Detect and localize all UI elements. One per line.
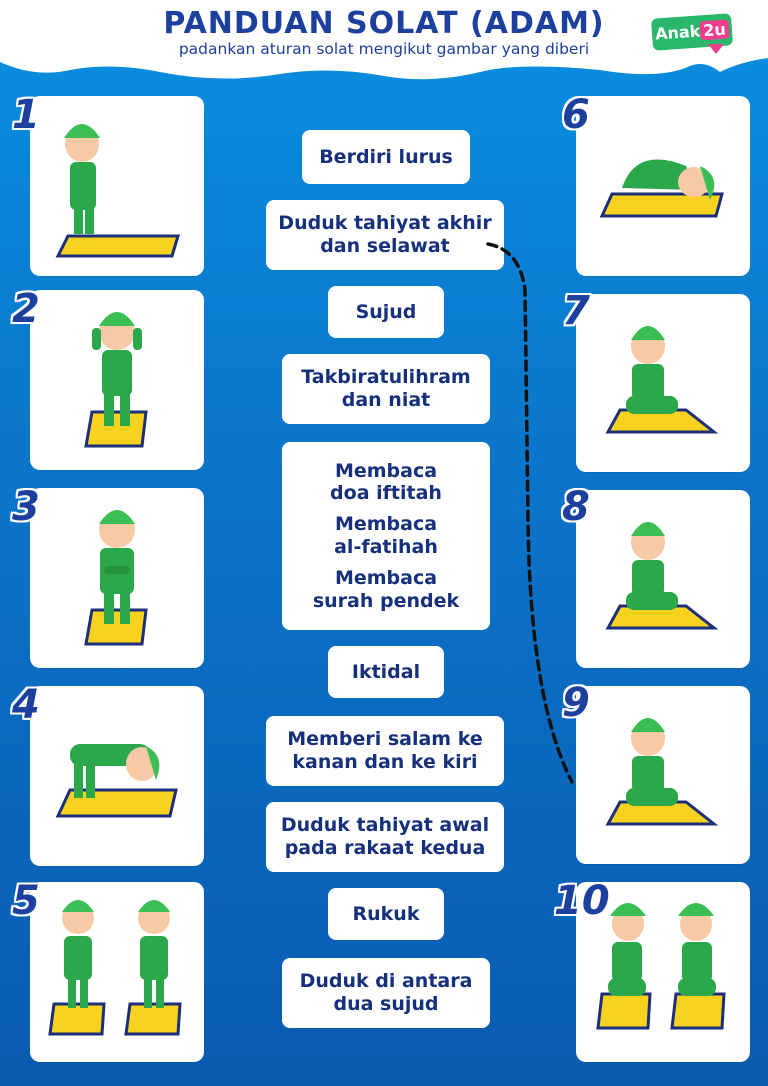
sitting-boy-icon [605, 718, 719, 826]
label-text: Memberi salam ke kanan dan ke kiri [287, 728, 483, 773]
step-number-8: 8 [562, 484, 590, 530]
label-duduk-antara-sujud[interactable]: Duduk di antara dua sujud [282, 958, 490, 1028]
page-subtitle: padankan aturan solat mengikut gambar ya… [178, 40, 590, 58]
card-5[interactable] [30, 882, 204, 1062]
logo-tail-shape [708, 44, 724, 54]
label-memberi-salam[interactable]: Memberi salam ke kanan dan ke kiri [266, 716, 504, 786]
label-sujud[interactable]: Sujud [328, 286, 444, 338]
sujud-boy-icon [599, 159, 724, 218]
qiyam-boy-icon [84, 510, 148, 646]
label-text: Sujud [355, 300, 417, 323]
label-iktidal[interactable]: Iktidal [328, 646, 444, 698]
label-doa-iftitah: Membaca doa iftitah [330, 459, 442, 505]
label-text: Duduk tahiyat akhir dan selawat [278, 212, 492, 257]
salam-boys-icon [596, 903, 726, 1030]
step-number-2: 2 [12, 286, 40, 332]
card-1[interactable] [30, 96, 204, 276]
step-number-3: 3 [12, 484, 40, 530]
card-6[interactable] [576, 96, 750, 276]
header-wave-background [0, 0, 768, 80]
label-tahiyat-awal[interactable]: Duduk tahiyat awal pada rakaat kedua [266, 802, 504, 872]
card-7[interactable] [576, 294, 750, 472]
card-8[interactable] [576, 490, 750, 668]
card-4[interactable] [30, 686, 204, 866]
page-title: PANDUAN SOLAT (ADAM) [163, 6, 605, 41]
card-10[interactable] [576, 882, 750, 1062]
label-text: Berdiri lurus [319, 145, 453, 168]
label-surah-pendek: Membaca surah pendek [312, 566, 460, 612]
label-text: Rukuk [352, 902, 420, 925]
label-text: Iktidal [351, 660, 421, 683]
label-membaca-group[interactable]: Membaca doa iftitah Membaca al-fatihah M… [282, 442, 490, 630]
step-number-9: 9 [562, 680, 590, 726]
step-number-1: 1 [12, 92, 40, 138]
step-number-10: 10 [554, 878, 610, 924]
logo-text: Anak [654, 21, 701, 44]
standing-boy-icon [55, 124, 181, 258]
label-al-fatihah: Membaca al-fatihah [334, 513, 438, 558]
label-berdiri-lurus[interactable]: Berdiri lurus [302, 130, 470, 184]
iktidal-boys-icon [48, 900, 182, 1036]
sitting-boy-icon [605, 522, 719, 630]
label-text: Duduk tahiyat awal pada rakaat kedua [280, 814, 490, 859]
label-tahiyat-akhir[interactable]: Duduk tahiyat akhir dan selawat [266, 200, 504, 270]
card-9[interactable] [576, 686, 750, 864]
label-takbiratulihram[interactable]: Takbiratulihram dan niat [282, 354, 490, 424]
card-3[interactable] [30, 488, 204, 668]
step-number-4: 4 [12, 682, 40, 728]
label-text: Duduk di antara dua sujud [299, 970, 473, 1015]
takbir-boy-icon [84, 312, 148, 448]
step-number-6: 6 [562, 92, 590, 138]
rukuk-boy-icon [55, 744, 178, 818]
card-2[interactable] [30, 290, 204, 470]
label-rukuk[interactable]: Rukuk [328, 888, 444, 940]
step-number-7: 7 [562, 288, 590, 334]
sitting-boy-icon [605, 326, 719, 434]
header-banner: PANDUAN SOLAT (ADAM) padankan aturan sol… [0, 0, 768, 80]
label-text: Takbiratulihram dan niat [301, 366, 471, 411]
logo-accent: 2u [699, 19, 730, 41]
step-number-5: 5 [12, 878, 40, 924]
